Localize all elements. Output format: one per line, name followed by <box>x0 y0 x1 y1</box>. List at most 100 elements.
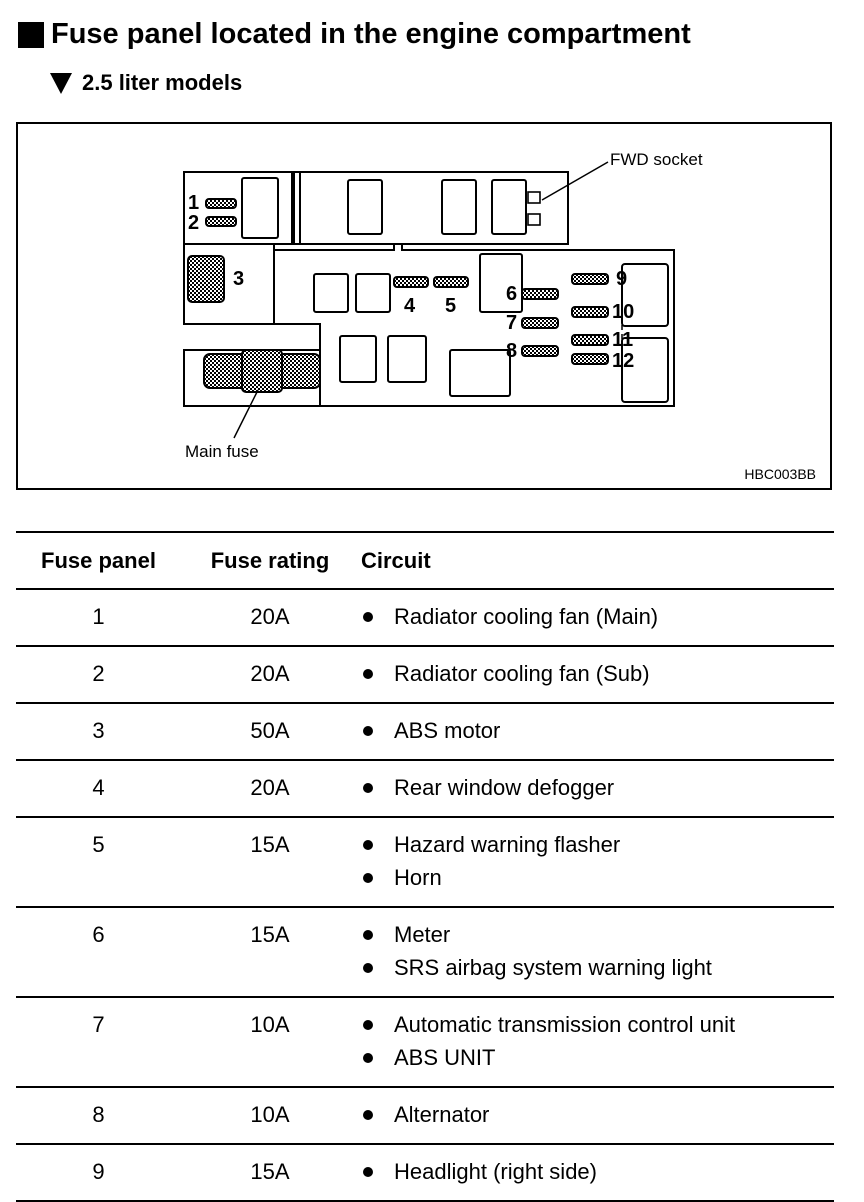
fuse-panel-cell: 7 <box>16 997 181 1088</box>
column-header-fuse-rating: Fuse rating <box>181 531 359 590</box>
fuse-rating-cell: 10A <box>181 997 359 1088</box>
fuse-panel-cell: 4 <box>16 760 181 818</box>
table-header-row: Fuse panel Fuse rating Circuit <box>16 531 834 590</box>
bullet-icon <box>363 872 373 883</box>
fuse-number-8: 8 <box>506 340 518 362</box>
fuse-panel-cell: 9 <box>16 1144 181 1202</box>
circuit-cell: Alternator <box>359 1087 834 1145</box>
section-subtitle-text: 2.5 liter models <box>82 70 243 95</box>
circuit-text: Headlight (right side) <box>394 1159 597 1184</box>
fuse-rating-cell: 50A <box>181 703 359 761</box>
circuit-text: Hazard warning flasher <box>394 832 621 857</box>
fuse-rating-cell: 10A <box>181 1087 359 1145</box>
circuit-item: Hazard warning flasher <box>361 828 834 861</box>
circuit-item: Headlight (right side) <box>361 1155 834 1188</box>
bullet-icon <box>363 839 373 850</box>
fuse-number-4: 4 <box>404 295 416 317</box>
fuse-number-6: 6 <box>506 283 518 305</box>
circuit-item: Radiator cooling fan (Sub) <box>361 657 834 690</box>
fuse-number-7: 7 <box>506 312 518 334</box>
circuit-cell: Rear window defogger <box>359 760 834 818</box>
fuse-number-5: 5 <box>445 295 457 317</box>
bullet-icon <box>363 725 373 736</box>
section-subtitle: 2.5 liter models <box>50 70 242 96</box>
bullet-icon <box>363 1109 373 1120</box>
bullet-icon <box>363 668 373 679</box>
main-fuse-label: Main fuse <box>185 442 259 461</box>
circuit-item: SRS airbag system warning light <box>361 951 834 984</box>
fuse-panel-cell: 3 <box>16 703 181 761</box>
fwd-socket-label: FWD socket <box>610 150 703 169</box>
circuit-text: Rear window defogger <box>394 775 615 800</box>
circuit-item: ABS motor <box>361 714 834 747</box>
circuit-cell: Radiator cooling fan (Main) <box>359 589 834 647</box>
fuse-panel-cell: 5 <box>16 817 181 908</box>
fuse-number-1: 1 <box>188 192 200 214</box>
page-title-text: Fuse panel located in the engine compart… <box>51 18 691 50</box>
fuse-panel-cell: 2 <box>16 646 181 704</box>
fuse-number-9: 9 <box>616 268 628 290</box>
fuse-panel-cell: 6 <box>16 907 181 998</box>
fuse-panel-cell: 8 <box>16 1087 181 1145</box>
circuit-item: Radiator cooling fan (Main) <box>361 600 834 633</box>
circuit-text: SRS airbag system warning light <box>394 955 712 980</box>
fuse-panel-cell: 1 <box>16 589 181 647</box>
column-header-circuit: Circuit <box>359 531 834 590</box>
page-title: Fuse panel located in the engine compart… <box>18 18 691 51</box>
circuit-text: ABS motor <box>394 718 501 743</box>
circuit-cell: ABS motor <box>359 703 834 761</box>
bullet-icon <box>363 1166 373 1177</box>
fuse-rating-cell: 20A <box>181 646 359 704</box>
fuse-rating-cell: 15A <box>181 817 359 908</box>
circuit-text: Alternator <box>394 1102 490 1127</box>
fuse-number-10: 10 <box>612 301 635 323</box>
fuse-panel-diagram: FWD socket Main fuse HBC003BB 1 2 3 4 5 … <box>16 122 832 490</box>
circuit-text: ABS UNIT <box>394 1045 496 1070</box>
circuit-text: Horn <box>394 865 442 890</box>
fuse-rating-cell: 20A <box>181 589 359 647</box>
bullet-icon <box>363 611 373 622</box>
triangle-down-icon <box>50 72 72 94</box>
circuit-item: Meter <box>361 918 834 951</box>
circuit-cell: Radiator cooling fan (Sub) <box>359 646 834 704</box>
fuse-number-3: 3 <box>233 268 245 290</box>
circuit-cell: Headlight (right side) <box>359 1144 834 1202</box>
circuit-item: ABS UNIT <box>361 1041 834 1074</box>
circuit-text: Automatic transmission control unit <box>394 1012 736 1037</box>
fuse-panel-drawing <box>183 161 675 439</box>
circuit-item: Automatic transmission control unit <box>361 1008 834 1041</box>
circuit-item: Rear window defogger <box>361 771 834 804</box>
circuit-text: Radiator cooling fan (Sub) <box>394 661 650 686</box>
bullet-icon <box>363 929 373 940</box>
fuse-number-2: 2 <box>188 212 200 234</box>
black-square-icon <box>18 21 44 48</box>
circuit-item: Alternator <box>361 1098 834 1131</box>
image-code: HBC003BB <box>744 466 816 482</box>
fuse-rating-cell: 20A <box>181 760 359 818</box>
circuit-item: Horn <box>361 861 834 894</box>
circuit-text: Meter <box>394 922 451 947</box>
fuse-rating-cell: 15A <box>181 1144 359 1202</box>
fuse-number-11: 11 <box>612 329 634 351</box>
bullet-icon <box>363 962 373 973</box>
fuse-number-12: 12 <box>612 350 635 372</box>
column-header-fuse-panel: Fuse panel <box>16 531 181 590</box>
bullet-icon <box>363 782 373 793</box>
fuse-rating-cell: 15A <box>181 907 359 998</box>
circuit-text: Radiator cooling fan (Main) <box>394 604 659 629</box>
bullet-icon <box>363 1052 373 1063</box>
